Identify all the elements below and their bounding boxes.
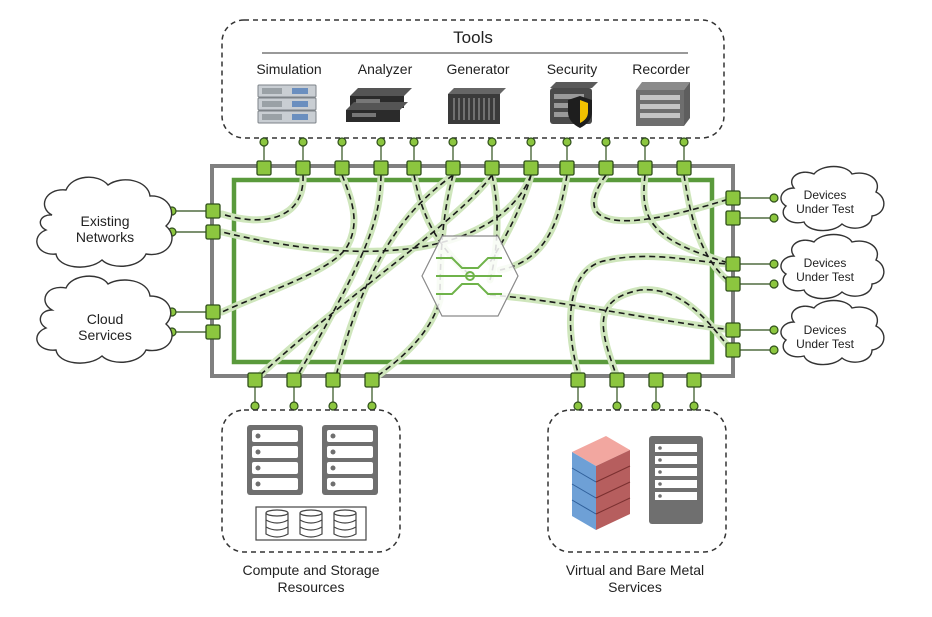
security-appliance-icon [550,82,598,128]
cloud-label-existing-networks: Existing Networks [75,213,135,245]
cloud-label-cloud-services: Cloud Services [78,311,132,343]
dual-server-icon [346,88,412,122]
right-fabric-ports [725,190,779,358]
blade-chassis-icon [448,88,506,124]
tools-port-circles [259,137,689,147]
cloud-dut-1 [780,165,885,232]
tools-group [221,19,725,160]
tool-label-generator: Generator [446,61,510,77]
tool-label-recorder: Recorder [632,61,690,77]
tool-label-simulation: Simulation [256,61,322,77]
bottom-fabric-ports [247,372,702,411]
storage-disk-icon [255,506,367,541]
tool-label-security: Security [546,61,598,77]
tool-label-analyzer: Analyzer [357,61,413,77]
compute-dashed-box [221,409,401,553]
virtual-dashed-box [547,409,727,553]
dut-label-1: Devices Under Test [796,188,854,216]
dut-label-3: Devices Under Test [796,323,854,351]
virtual-baremetal-label: Virtual and Bare Metal Services [565,562,705,595]
tools-dashed-box [221,19,725,139]
compute-storage-group [221,409,401,553]
cloud-existing-networks [36,176,173,268]
tools-title: Tools [453,28,493,47]
server-rack-icon [247,425,378,495]
bare-metal-server-icon [649,436,703,524]
cloud-dut-2 [780,233,885,300]
top-fabric-ports [256,160,692,176]
virtual-baremetal-group [547,409,727,553]
fabric-switch-boundary [231,177,715,365]
storage-array-icon [636,82,690,126]
tools-port-stems [263,146,685,160]
cloud-cloud-services [36,275,173,364]
compute-storage-label: Compute and Storage Resources [242,562,380,595]
dut-label-2: Devices Under Test [796,256,854,284]
switch-hexagon-icon [421,235,519,317]
cloud-dut-3 [780,299,885,366]
virtual-cube-stack-icon [571,436,631,530]
rack-server-icon [257,84,317,124]
